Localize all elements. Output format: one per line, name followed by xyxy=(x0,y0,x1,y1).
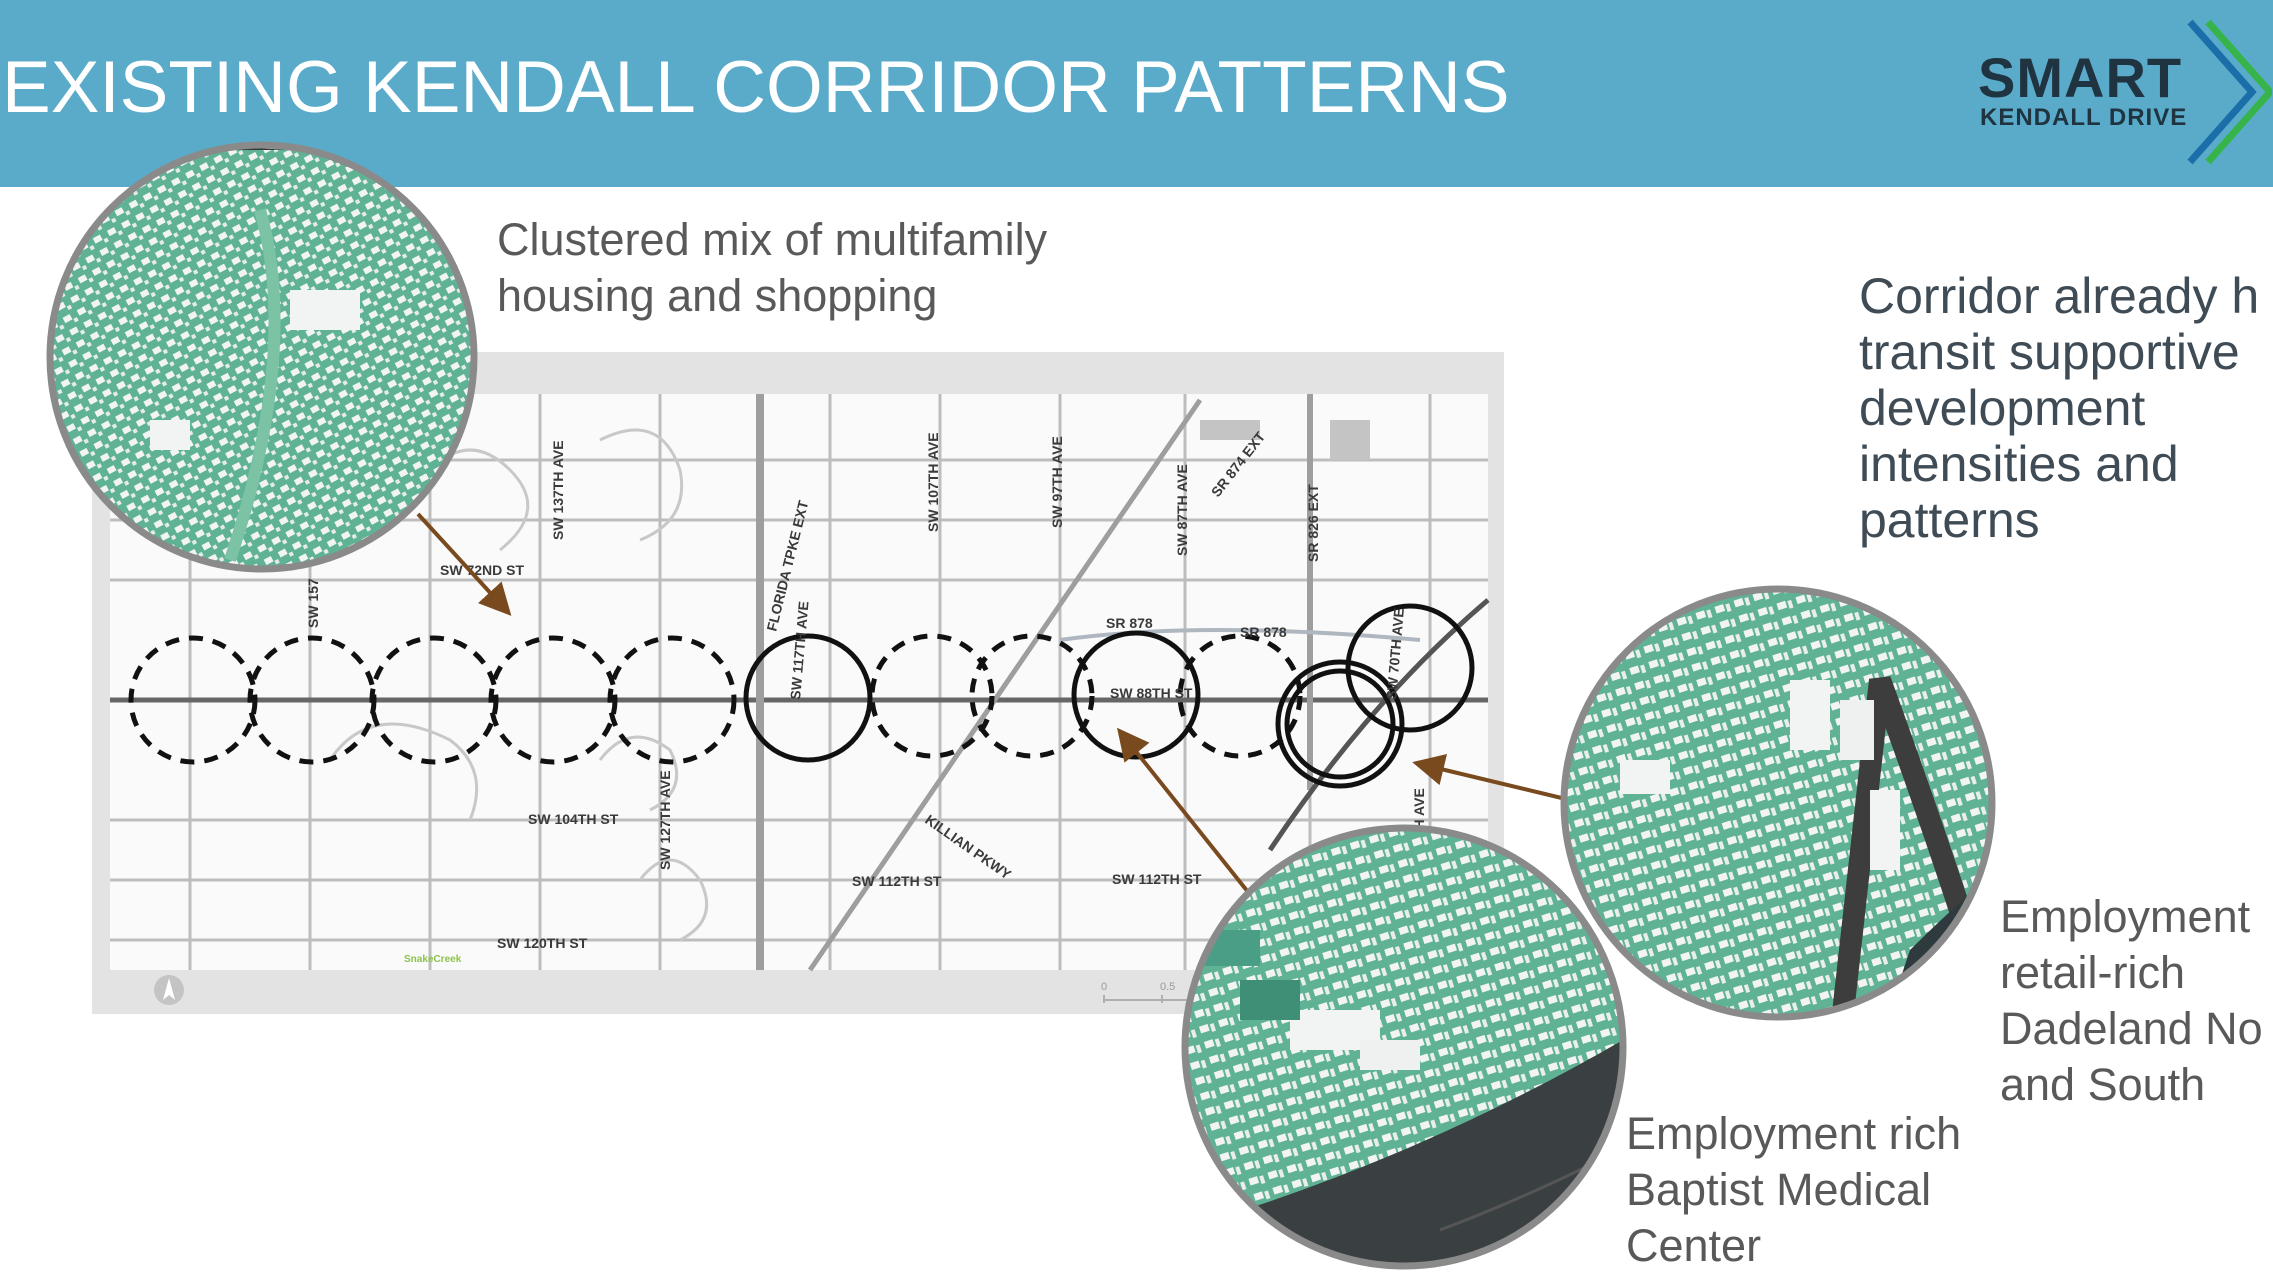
caption-line: and South xyxy=(2000,1059,2206,1110)
logo-kendall-text: KENDALL DRIVE xyxy=(1980,104,2188,131)
caption-line: Employment xyxy=(2000,891,2251,942)
caption-line: Clustered mix of multifamily xyxy=(497,214,1048,265)
label-park: SnakeCreek xyxy=(404,954,462,965)
label-sw-72nd: SW 72ND ST xyxy=(440,562,524,578)
caption-line: Baptist Medical xyxy=(1626,1164,1932,1215)
leader-arrows xyxy=(416,512,1571,899)
label-sw-137: SW 137TH AVE xyxy=(550,440,566,540)
aerial-inset-baptist xyxy=(1181,824,1627,1270)
caption-line: transit supportive xyxy=(1859,324,2240,380)
caption-housing-shopping: Clustered mix of multifamily housing and… xyxy=(497,212,1047,324)
label-sr-878-a: SR 878 xyxy=(1106,615,1153,631)
caption-line: retail-rich xyxy=(2000,947,2186,998)
solid-circles xyxy=(743,603,1475,789)
label-sw-120: SW 120TH ST xyxy=(497,935,588,951)
label-sr-826: SR 826 EXT xyxy=(1305,484,1321,562)
label-sw-112-a: SW 112TH ST xyxy=(852,873,942,889)
label-sr-878-b: SR 878 xyxy=(1240,624,1287,640)
label-sw-70: SW 70TH AVE xyxy=(1383,607,1407,700)
header-band: EXISTING KENDALL CORRIDOR PATTERNS SMART… xyxy=(0,0,2273,187)
label-sw-87: SW 87TH AVE xyxy=(1174,464,1190,556)
page-title: EXISTING KENDALL CORRIDOR PATTERNS xyxy=(2,47,1510,128)
caption-line: Center xyxy=(1626,1220,1762,1271)
scale-bar: 0 0.5 xyxy=(1101,981,1190,1003)
caption-line: Corridor already h xyxy=(1859,268,2260,324)
caption-line: patterns xyxy=(1859,492,2040,548)
aerial-inset-housing xyxy=(46,141,478,573)
caption-baptist: Employment rich Baptist Medical Center xyxy=(1626,1106,1961,1274)
label-sw-88: SW 88TH ST xyxy=(1110,685,1193,701)
label-sw-97: SW 97TH AVE xyxy=(1049,436,1065,528)
scale-half: 0.5 xyxy=(1160,981,1175,993)
label-sw-127: SW 127TH AVE xyxy=(657,770,673,870)
smart-kendall-logo: SMART KENDALL DRIVE xyxy=(1970,8,2272,178)
caption-line: housing and shopping xyxy=(497,270,938,321)
scale-zero: 0 xyxy=(1101,981,1107,993)
caption-line: Dadeland No xyxy=(2000,1003,2263,1054)
north-arrow-icon xyxy=(154,975,184,1005)
label-sw-107: SW 107TH AVE xyxy=(925,432,941,532)
label-sw-104: SW 104TH ST xyxy=(528,811,619,827)
caption-line: development xyxy=(1859,380,2146,436)
logo-smart-text: SMART xyxy=(1978,46,2183,109)
caption-line: intensities and xyxy=(1859,436,2179,492)
double-chevron-icon xyxy=(2187,19,2272,165)
aerial-inset-dadeland xyxy=(1560,585,1996,1021)
label-sw-157: SW 157 xyxy=(305,578,321,628)
caption-corridor-supportive: Corridor already h transit supportive de… xyxy=(1859,268,2259,548)
dashed-circles xyxy=(128,633,1303,765)
label-sw-112-b: SW 112TH ST xyxy=(1112,871,1202,887)
caption-dadeland: Employment retail-rich Dadeland No and S… xyxy=(2000,889,2263,1113)
caption-line: Employment rich xyxy=(1626,1108,1962,1159)
